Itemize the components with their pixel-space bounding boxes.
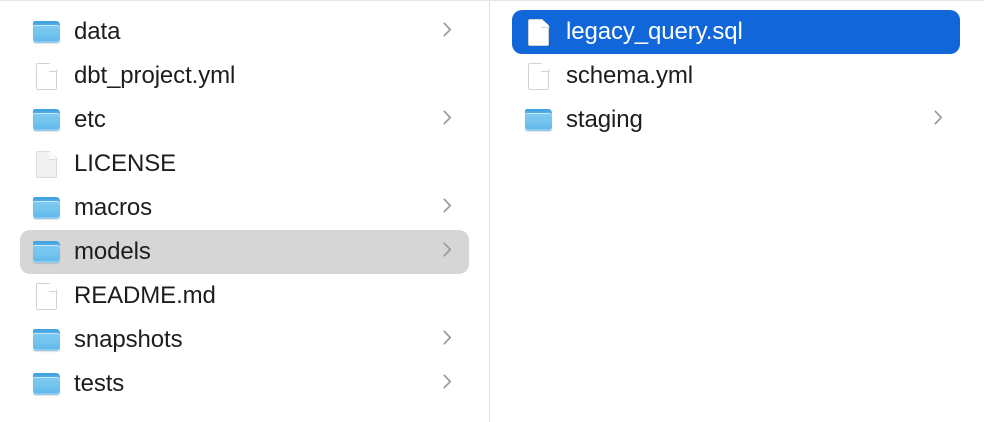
folder-icon — [32, 105, 62, 135]
chevron-right-icon[interactable] — [443, 330, 457, 350]
folder-row[interactable]: data — [20, 10, 469, 54]
item-label: tests — [74, 370, 125, 397]
chevron-right-icon[interactable] — [443, 374, 457, 394]
finder-column-child: legacy_query.sql schema.yml staging — [490, 1, 983, 422]
file-row[interactable]: dbt_project.yml — [20, 54, 469, 98]
document-icon — [524, 61, 554, 91]
file-row[interactable]: legacy_query.sql — [512, 10, 960, 54]
folder-row[interactable]: staging — [512, 98, 960, 142]
document-icon — [32, 281, 62, 311]
folder-row[interactable]: macros — [20, 186, 469, 230]
folder-icon — [32, 17, 62, 47]
file-row[interactable]: README.md — [20, 274, 469, 318]
item-label: data — [74, 18, 121, 45]
item-label: README.md — [74, 282, 216, 309]
folder-icon — [32, 237, 62, 267]
item-label: legacy_query.sql — [566, 18, 743, 45]
item-label: staging — [566, 106, 643, 133]
item-label: schema.yml — [566, 62, 694, 89]
document-plain-icon — [32, 149, 62, 179]
item-label: etc — [74, 106, 106, 133]
chevron-right-icon[interactable] — [443, 22, 457, 42]
folder-icon — [32, 325, 62, 355]
item-label: LICENSE — [74, 150, 177, 177]
item-label: models — [74, 238, 151, 265]
chevron-right-icon[interactable] — [443, 242, 457, 262]
item-label: snapshots — [74, 326, 183, 353]
item-label: dbt_project.yml — [74, 62, 236, 89]
item-label: macros — [74, 194, 153, 221]
file-row[interactable]: schema.yml — [512, 54, 960, 98]
folder-row[interactable]: etc — [20, 98, 469, 142]
chevron-right-icon[interactable] — [443, 110, 457, 130]
folder-row[interactable]: tests — [20, 362, 469, 406]
folder-row[interactable]: models — [20, 230, 469, 274]
folder-icon — [524, 105, 554, 135]
chevron-right-icon[interactable] — [934, 110, 948, 130]
folder-row[interactable]: snapshots — [20, 318, 469, 362]
document-icon — [524, 17, 554, 47]
file-row[interactable]: LICENSE — [20, 142, 469, 186]
folder-icon — [32, 369, 62, 399]
folder-icon — [32, 193, 62, 223]
chevron-right-icon[interactable] — [443, 198, 457, 218]
document-icon — [32, 61, 62, 91]
